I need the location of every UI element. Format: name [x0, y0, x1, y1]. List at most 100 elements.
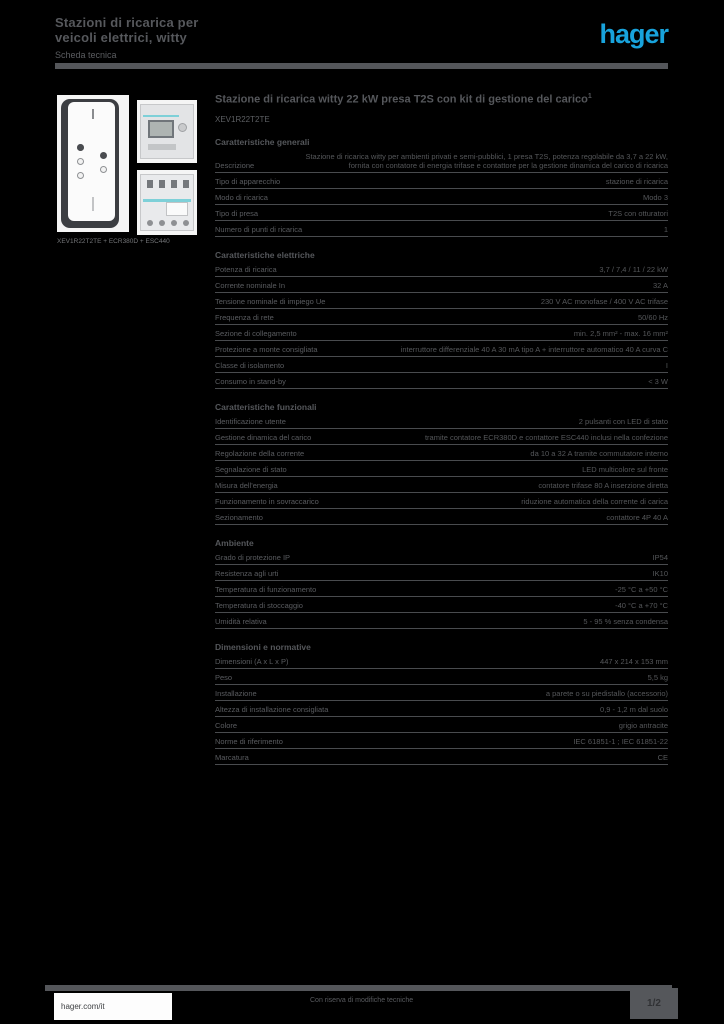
spec-label: Consumo in stand-by — [215, 376, 286, 386]
footer: hager.com/it Con riserva di modifiche te… — [45, 988, 678, 1021]
spec-label: Funzionamento in sovraccarico — [215, 496, 319, 506]
spec-value: 32 A — [652, 280, 668, 290]
spec-value: da 10 a 32 A tramite commutatore interno — [530, 448, 668, 458]
spec-value: 3,7 / 7,4 / 11 / 22 kW — [599, 264, 668, 274]
wallbox-button-icon — [100, 166, 107, 173]
wallbox-button-icon — [77, 172, 84, 179]
contactor-terminal-screw — [171, 180, 177, 188]
spec-row: Funzionamento in sovraccarico riduzione a… — [215, 495, 668, 509]
spec-value: contattore 4P 40 A — [606, 512, 668, 522]
product-image-caption: XEV1R22T2TE + ECR380D + ESC440 — [57, 238, 170, 245]
spec-row: Numero di punti di ricarica 1 — [215, 223, 668, 237]
footer-note: Con riserva di modifiche tecniche — [310, 997, 414, 1004]
website-link[interactable]: hager.com/it — [54, 993, 172, 1020]
spec-label: Potenza di ricarica — [215, 264, 277, 274]
spec-label: Norme di riferimento — [215, 736, 283, 746]
spec-label: Umidità relativa — [215, 616, 267, 626]
spec-label: Sezione di collegamento — [215, 328, 297, 338]
spec-label: Protezione a monte consigliata — [215, 344, 318, 354]
product-reference: XEV1R22T2TE — [215, 114, 270, 124]
spec-value: stazione di ricarica — [605, 176, 668, 186]
contactor-teal-stripe — [143, 199, 191, 202]
spec-value: 5,5 kg — [647, 672, 668, 682]
spec-row: Consumo in stand-by < 3 W — [215, 375, 668, 389]
spec-row: Temperatura di stoccaggio-40 °C a +70 °C — [215, 599, 668, 613]
spec-value: CE — [657, 752, 668, 762]
wallbox-frame — [61, 99, 119, 228]
spec-value: contatore trifase 80 A inserzione dirett… — [538, 480, 668, 490]
meter-teal-stripe — [143, 115, 179, 117]
spec-value: < 3 W — [648, 376, 668, 386]
spec-row: Temperatura di funzionamento-25 °C a +50… — [215, 583, 668, 597]
contactor-terminal — [171, 220, 177, 226]
spec-label: Classe di isolamento — [215, 360, 285, 370]
spec-label: Grado di protezione IP — [215, 552, 291, 562]
spec-row: Altezza di installazione consigliata 0,9 … — [215, 703, 668, 717]
wallbox-button-icon — [77, 158, 84, 165]
spec-label: Altezza di installazione consigliata — [215, 704, 329, 714]
spec-label: Marcatura — [215, 752, 249, 762]
spec-value: -25 °C a +50 °C — [615, 584, 668, 594]
wallbox-button-icon — [77, 144, 84, 151]
spec-value: 447 x 214 x 153 mm — [600, 656, 668, 666]
wallbox-button-icon — [100, 152, 107, 159]
spec-value: 50/60 Hz — [637, 312, 668, 322]
spec-row: Potenza di ricarica 3,7 / 7,4 / 11 / 22 k… — [215, 263, 668, 277]
spec-row: Marcatura CE — [215, 751, 668, 765]
hager-logo: hager — [599, 19, 669, 49]
spec-label: Modo di ricarica — [215, 192, 268, 202]
spec-value: a parete o su piedistallo (accessorio) — [545, 688, 668, 698]
spec-value: 230 V AC monofase / 400 V AC trifase — [540, 296, 668, 306]
spec-label: Frequenza di rete — [215, 312, 274, 322]
spec-label: Numero di punti di ricarica — [215, 224, 303, 234]
spec-value: LED multicolore sul fronte — [582, 464, 668, 474]
meter-dial — [178, 123, 187, 132]
spec-value: Stazione di ricarica witty per ambienti … — [305, 151, 668, 170]
section-heading: Dimensioni e normative — [215, 641, 311, 652]
spec-label: Segnalazione di stato — [215, 464, 287, 474]
contactor-product-image — [137, 170, 197, 235]
spec-label: Gestione dinamica del carico — [215, 432, 312, 442]
contactor-terminal-screw — [159, 180, 165, 188]
contactor-terminal — [183, 220, 189, 226]
spec-value: 1 — [663, 224, 668, 234]
spec-label: Identificazione utente — [215, 416, 286, 426]
spec-value: I — [665, 360, 668, 370]
spec-value: riduzione automatica della corrente di c… — [521, 496, 668, 506]
spec-label: Colore — [215, 720, 238, 730]
header-title-line2: veicoli elettrici, witty — [55, 30, 187, 45]
spec-value: 0,9 - 1,2 m dal suolo — [600, 704, 668, 714]
page-header: Stazioni di ricarica per veicoli elettri… — [55, 15, 669, 63]
content: XEV1R22T2TE + ECR380D + ESC440 Stazione … — [55, 90, 668, 765]
spec-value: interruttore differenziale 40 A 30 mA ti… — [400, 344, 668, 354]
spec-value: min. 2,5 mm² - max. 16 mm² — [573, 328, 668, 338]
wallbox-led-slot — [91, 109, 94, 119]
footer-rule — [45, 985, 672, 991]
spec-column: Stazione di ricarica witty 22 kW presa T… — [215, 90, 668, 765]
spec-label: Tipo di presa — [215, 208, 259, 218]
contactor-terminal — [159, 220, 165, 226]
spec-label: Temperatura di stoccaggio — [215, 600, 303, 610]
spec-value: Modo 3 — [642, 192, 668, 202]
energy-meter-product-image — [137, 100, 197, 163]
header-title-line1: Stazioni di ricarica per — [55, 15, 199, 30]
